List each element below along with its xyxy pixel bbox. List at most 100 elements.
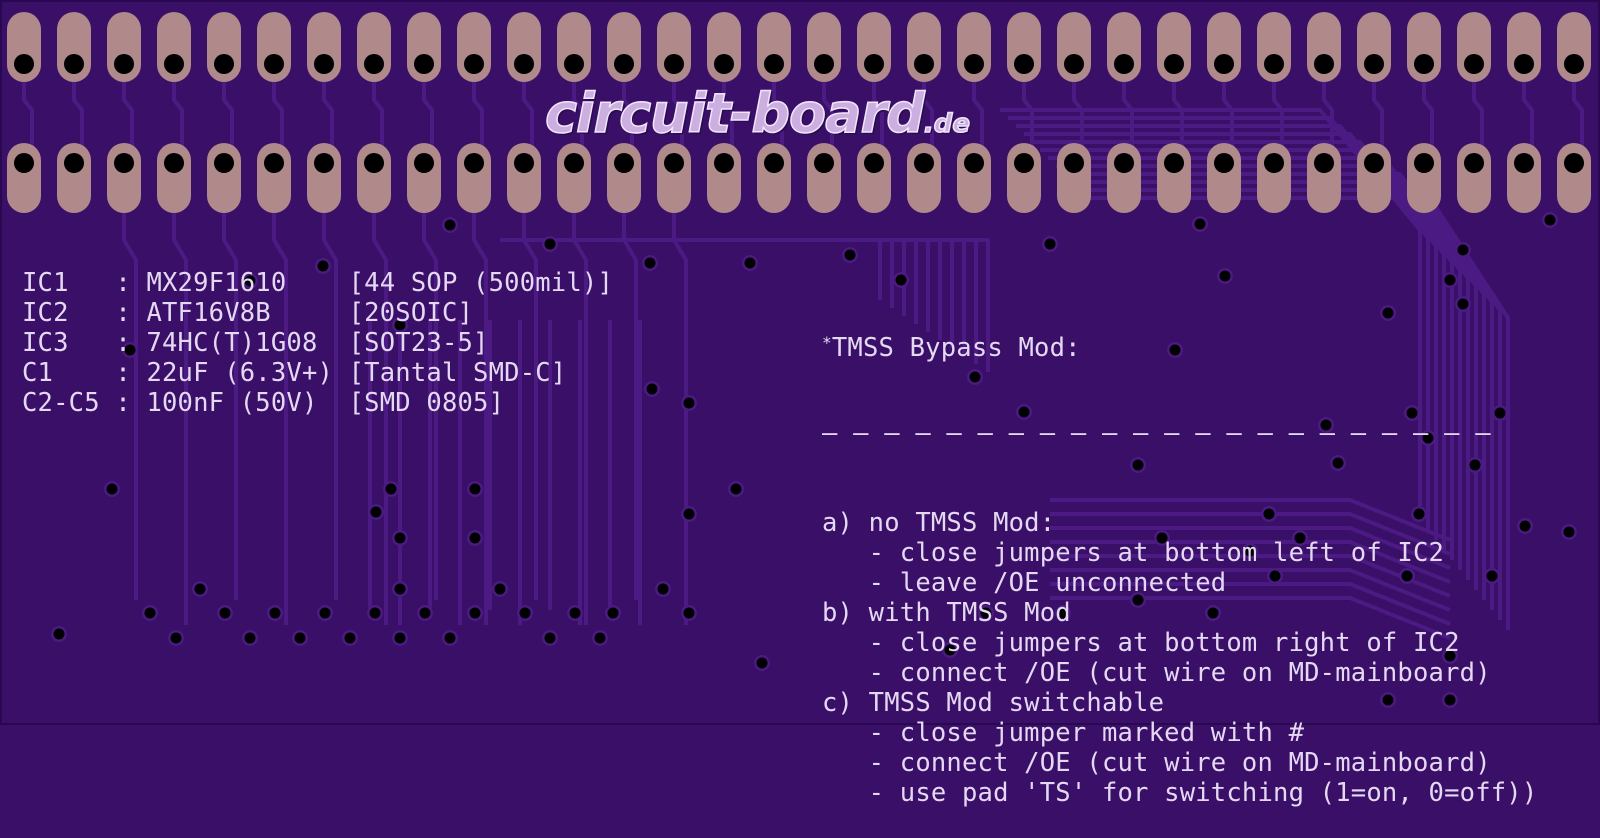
via [1320,419,1332,431]
copper-trace [422,200,438,600]
copper-trace [1050,568,1451,612]
pad-hole [1364,153,1384,173]
via [744,257,756,269]
copper-trace [1050,554,1451,598]
pad-hole [1164,153,1184,173]
copper-trace [972,70,984,150]
pad-hole [1264,153,1284,173]
copper-trace [1050,512,1451,556]
part-ref: IC1 [22,268,116,298]
part-package: [Tantal SMD-C] [348,358,567,388]
pad-hole [114,54,134,74]
via [1156,532,1168,544]
notes-divider: – – – – – – – – – – – – – – – – – – – – … [822,418,1491,448]
copper-trace [1322,70,1334,150]
pad-hole [164,153,184,173]
via [1207,607,1219,619]
via [1018,406,1030,418]
pad-hole [714,54,734,74]
via [469,532,481,544]
via [1194,218,1206,230]
pad-hole [914,153,934,173]
part-ref: C1 [22,358,116,388]
via [269,607,281,619]
pad-hole [314,54,334,74]
logo-brand: circuit-board [544,81,925,146]
via [1486,570,1498,582]
via [394,532,406,544]
copper-trace [1050,498,1451,542]
via [1444,650,1456,662]
pad-hole [764,153,784,173]
via [683,508,695,520]
via [1457,244,1469,256]
pad-hole [1314,54,1334,74]
note-line: - close jumpers at bottom right of IC2 [822,628,1460,658]
via [683,397,695,409]
copper-trace [1572,70,1584,150]
via [1219,270,1231,282]
via [394,583,406,595]
pad-hole [214,153,234,173]
pad-hole [1014,153,1034,173]
part-row: IC3 : 74HC(T)1G08 [SOT23-5] [22,328,613,358]
via [317,260,329,272]
pad-hole [1164,54,1184,74]
pad-hole [1214,153,1234,173]
copper-trace [222,200,238,600]
pad-hole [1214,54,1234,74]
pad-hole [1564,54,1584,74]
via [646,383,658,395]
pad-hole [1064,54,1084,74]
copper-trace [322,200,338,600]
edge-connector-bottom-row [7,143,1591,213]
via [1563,526,1575,538]
via [370,506,382,518]
copper-trace [722,70,734,150]
via [657,583,669,595]
via [1406,407,1418,419]
copper-trace [1072,70,1084,150]
via [644,257,656,269]
notes-title: TMSS Bypass Mod: [831,333,1081,363]
via [1057,607,1069,619]
part-row: C1 : 22uF (6.3V+) [Tantal SMD-C] [22,358,613,388]
note-line: - use pad 'TS' for switching (1=on, 0=of… [822,778,1538,808]
via [144,607,156,619]
pad-hole [164,54,184,74]
via [944,644,956,656]
via [319,607,331,619]
copper-trace [572,200,588,625]
part-package: [20SOIC] [348,298,474,328]
circuit-board-logo: circuit-board.de [544,81,970,146]
pad-hole [964,54,984,74]
notes-title-marker: * [822,333,832,352]
note-line: b) with TMSS Mod [822,598,1071,628]
part-row: IC1 : MX29F1610 [44 SOP (500mil)] [22,268,613,298]
copper-trace [122,70,134,150]
part-value: 100nF (50V) [146,388,349,418]
vias [51,212,1577,708]
copper-trace [772,70,784,150]
pad-hole [764,54,784,74]
pad-hole [414,153,434,173]
copper-trace [222,70,234,150]
copper-trace [1050,540,1451,584]
via [683,607,695,619]
copper-trace [72,70,84,150]
copper-trace [1422,70,1434,150]
pad-hole [1414,54,1434,74]
via [394,319,406,331]
pad-hole [1564,153,1584,173]
via [969,371,981,383]
copper-trace [1122,70,1134,150]
via [1544,214,1556,226]
via [1294,532,1306,544]
copper-trace [672,200,688,625]
copper-trace [1050,582,1451,626]
pad-hole [1114,54,1134,74]
copper-trace [922,70,934,150]
copper-trace [1022,70,1034,150]
via [1263,508,1275,520]
pad-hole [664,54,684,74]
